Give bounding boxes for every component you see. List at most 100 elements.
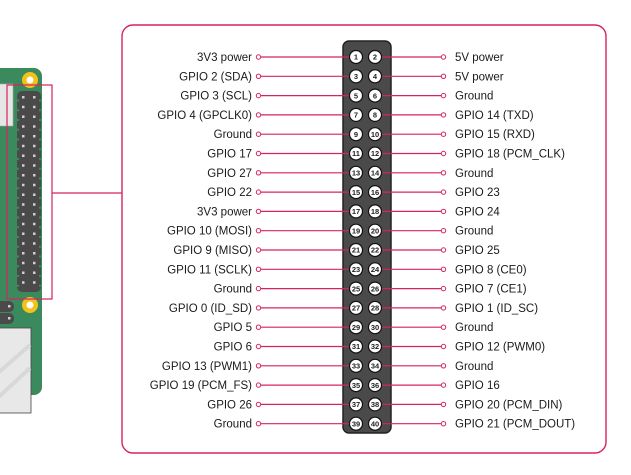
pin-number: 39: [352, 419, 360, 428]
pin-number: 38: [371, 400, 379, 409]
pin-number: 40: [371, 419, 379, 428]
board-pin: [22, 144, 25, 148]
board-pin: [33, 96, 36, 99]
pin-label-right: GPIO 12 (PWM0): [455, 342, 545, 354]
pin-terminal-right: [440, 266, 447, 272]
pin-number: 36: [371, 381, 379, 390]
header-notch: [38, 235, 42, 239]
pin-11: [348, 146, 364, 161]
pin-2: [367, 49, 383, 65]
board-pin: [33, 193, 36, 196]
board-pin: [22, 232, 25, 235]
pin-label-right: GPIO 23: [455, 187, 500, 199]
board-connector-pin: [8, 305, 11, 308]
pin-number: 10: [371, 130, 379, 139]
pin-terminal-left: [255, 305, 262, 311]
pin-terminal-left: [255, 266, 262, 272]
board-pin: [22, 252, 25, 255]
pin-28: [367, 300, 383, 315]
board-pin: [33, 213, 36, 216]
mount-hole-top-center: [26, 76, 34, 84]
header-notch: [16, 128, 20, 131]
header-notch: [38, 284, 42, 287]
pin-terminal-right: [440, 228, 447, 234]
pin-number: 28: [371, 304, 379, 313]
header-notch: [38, 206, 42, 209]
board-header-pins: [16, 96, 42, 287]
pin-label-right: Ground: [455, 226, 493, 238]
pin-label-left: GPIO 5: [214, 322, 252, 334]
header-notch: [16, 206, 20, 209]
pin-terminal-right: [440, 421, 447, 427]
board-pin: [33, 271, 36, 274]
pin-terminal-left: [255, 150, 262, 157]
pin-25: [348, 281, 364, 296]
pin-20: [367, 223, 383, 238]
pin-label-right: GPIO 15 (RXD): [455, 129, 535, 141]
pin-label-right: Ground: [455, 322, 493, 334]
pin-terminal-left: [255, 343, 262, 350]
pin-23: [348, 262, 364, 277]
pin-label-left: GPIO 13 (PWM1): [162, 361, 252, 373]
pin-terminal-right: [440, 92, 447, 99]
board-pin: [22, 281, 25, 284]
pin-label-left: GPIO 17: [207, 149, 252, 161]
pin-terminal-left: [255, 92, 262, 99]
pin-label-right: GPIO 1 (ID_SC): [455, 303, 538, 315]
pin-number: 14: [371, 169, 380, 178]
pin-label-right: GPIO 8 (CE0): [455, 264, 527, 276]
pin-terminal-right: [440, 343, 447, 350]
pin-30: [367, 320, 383, 335]
pin-number: 3: [354, 72, 358, 81]
pin-label-right: GPIO 7 (CE1): [455, 284, 527, 296]
pin-terminal-right: [440, 170, 447, 176]
header-notch: [16, 265, 20, 268]
header-notch: [38, 177, 42, 180]
pin-number: 37: [352, 400, 360, 409]
pin-number: 31: [352, 342, 360, 351]
pin-terminal-left: [255, 247, 262, 253]
pin-34: [367, 358, 383, 373]
pin-label-left: GPIO 10 (MOSI): [167, 226, 252, 238]
board-pin: [33, 281, 36, 284]
pin-number: 7: [354, 111, 358, 120]
board-pin: [22, 213, 25, 216]
pin-terminal-left: [255, 170, 262, 176]
pin-number: 11: [352, 149, 360, 158]
pin-number: 22: [371, 246, 379, 255]
header-notch: [16, 235, 20, 239]
pin-terminal-right: [440, 305, 447, 311]
pin-number: 29: [352, 323, 360, 332]
pin-label-left: GPIO 2 (SDA): [179, 71, 252, 83]
mount-hole-bottom-center: [26, 301, 34, 309]
pin-24: [367, 262, 383, 277]
pin-terminal-left: [255, 382, 262, 388]
header-notch: [16, 167, 20, 170]
board-pin: [33, 183, 36, 187]
header-notch: [16, 255, 20, 258]
board-pin: [33, 164, 36, 167]
header-notch: [38, 255, 42, 258]
pin-label-right: 5V power: [455, 71, 504, 83]
pin-label-left: GPIO 6: [214, 342, 252, 354]
pin-number: 21: [352, 246, 360, 255]
board-pin: [33, 222, 36, 226]
header-notch: [38, 99, 42, 102]
pin-terminal-left: [255, 285, 262, 292]
pin-number: 35: [352, 381, 360, 390]
pin-number: 25: [352, 284, 360, 293]
board-connector: [0, 301, 14, 312]
board-pin: [22, 203, 25, 206]
pin-header-block: [342, 40, 392, 434]
pin-number: 6: [373, 91, 377, 100]
pin-number: 32: [371, 342, 379, 351]
pin-terminal-right: [440, 189, 447, 195]
pin-row: GPIO 6 GPIO 12 (PWM0) 31 32: [214, 339, 545, 354]
board-port-shading: [0, 343, 32, 374]
